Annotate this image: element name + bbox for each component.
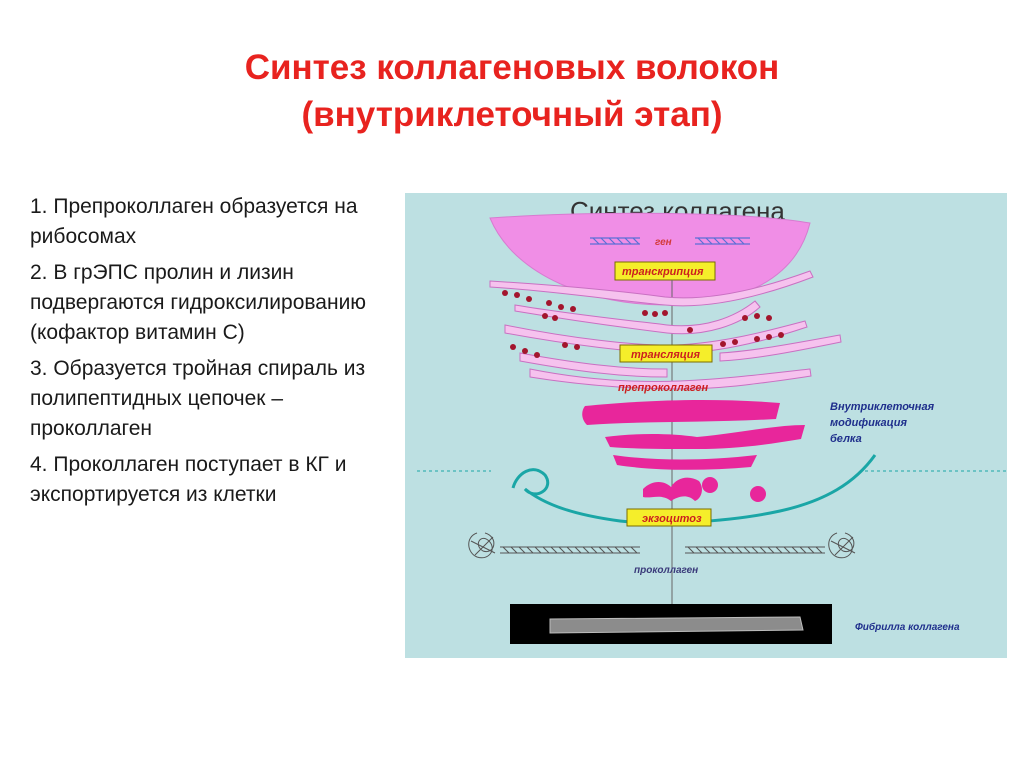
er-membrane-1 <box>489 270 814 307</box>
transcription-box <box>614 261 716 281</box>
dna-strand-left <box>590 237 640 245</box>
modification-label-1: Внутриклеточная <box>830 401 935 413</box>
slide-title-line-1: Синтез коллагеновых волокон <box>244 48 780 87</box>
procollagen-label: проколлаген <box>634 565 698 576</box>
golgi-cisterna-2 <box>605 425 805 449</box>
step-3: 3. Образуется тройная спираль из полипеп… <box>30 357 366 440</box>
slide-title: Синтез коллагеновых волокон (внутриклето… <box>0 44 1024 138</box>
step-2: 2. В грЭПС пролин и лизин подвергаются г… <box>30 261 367 344</box>
er-membrane-6 <box>529 368 812 390</box>
er-membrane-3 <box>504 320 808 354</box>
dna-strand-right <box>695 237 750 245</box>
er-membrane-5 <box>719 334 842 362</box>
modification-label-3: белка <box>830 433 862 445</box>
transcription-label: транскрипция <box>622 266 704 278</box>
collagen-synthesis-diagram: Синтез коллагена ген транскрипция <box>405 193 1007 658</box>
procollagen-molecule <box>468 532 856 559</box>
preprocollagen-label: препроколлаген <box>618 382 709 394</box>
golgi-cisterna-1 <box>582 399 780 425</box>
cell-membrane <box>511 454 877 525</box>
translation-box <box>619 344 713 363</box>
nucleus-shape <box>489 212 811 306</box>
er-membrane-2 <box>514 300 761 335</box>
exocytosis-label: экзоцитоз <box>642 513 702 525</box>
step-1: 1. Препроколлаген образуется на рибосома… <box>30 195 358 248</box>
gene-label: ген <box>655 237 672 248</box>
steps-list: 1. Препроколлаген образуется на рибосома… <box>30 192 400 516</box>
modification-label-2: модификация <box>830 417 907 429</box>
ribosomes <box>502 290 784 358</box>
fibril-strand <box>549 616 804 634</box>
er-membrane-4 <box>519 352 668 378</box>
translation-label: трансляция <box>631 349 701 361</box>
golgi-cisterna-3 <box>613 455 757 470</box>
exocytosis-box <box>626 508 712 527</box>
step-4: 4. Проколлаген поступает в КГ и экспорти… <box>30 453 347 506</box>
slide-title-line-2: (внутриклеточный этап) <box>301 95 723 134</box>
fibril-label: Фибрилла коллагена <box>855 621 960 633</box>
golgi-vesicles <box>643 477 766 502</box>
